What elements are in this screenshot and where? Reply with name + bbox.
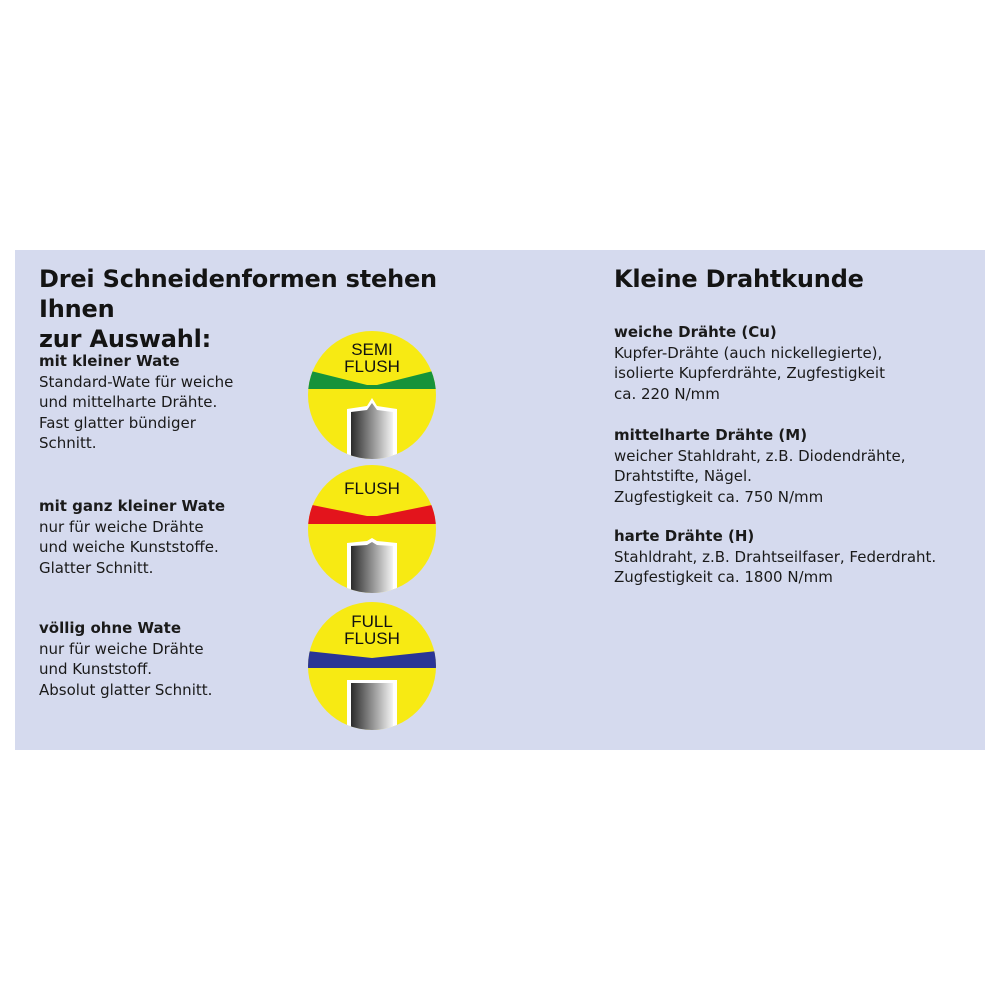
wire-section-soft: weiche Drähte (Cu) Kupfer-Drähte (auch n… [614,322,885,404]
wire-line: Zugfestigkeit ca. 750 N/mm [614,487,824,506]
type-line: Absolut glatter Schnitt. [39,680,213,699]
flush-band [308,504,436,524]
type-heading: mit kleiner Wate [39,352,180,370]
wire-line: weicher Stahldraht, z.B. Diodendrähte, [614,446,906,465]
full-flush-badge-graphic: FULL FLUSH [308,602,436,730]
blade-icon [351,683,393,730]
badge-label: FLUSH [344,629,400,648]
info-panel: Drei Schneidenformen stehen Ihnen zur Au… [15,250,985,750]
badge-label: FLUSH [344,479,400,498]
badge-label: FLUSH [344,357,400,376]
full-flush-badge: FULL FLUSH [307,601,437,731]
full-flush-band [308,651,436,668]
cutting-edges-title: Drei Schneidenformen stehen Ihnen zur Au… [39,264,509,354]
badge-disc [308,465,436,593]
wire-heading: weiche Drähte (Cu) [614,323,777,341]
wire-line: ca. 220 N/mm [614,384,720,403]
semi-flush-band [308,370,436,389]
wire-guide-title: Kleine Drahtkunde [614,265,864,293]
wire-line: Kupfer-Drähte (auch nickellegierte), [614,343,883,362]
type-line: Schnitt. [39,434,97,452]
wire-line: isolierte Kupferdrähte, Zugfestigkeit [614,364,885,382]
semi-flush-badge-graphic: SEMI FLUSH [308,331,436,459]
wire-line: Zugfestigkeit ca. 1800 N/mm [614,568,833,586]
wire-section-hard: harte Drähte (H) Stahldraht, z.B. Drahts… [614,526,936,588]
flush-badge-graphic: FLUSH [308,465,436,593]
cutting-type-semi-flush: mit kleiner Wate Standard-Wate für weich… [39,351,233,454]
type-line: und Kunststoff. [39,660,153,678]
wire-heading: mittelharte Drähte (M) [614,426,808,444]
wire-heading: harte Drähte (H) [614,527,755,545]
cutting-type-flush: mit ganz kleiner Wate nur für weiche Drä… [39,496,225,578]
type-line: Fast glatter bündiger [39,413,196,432]
blade-icon [351,403,393,459]
type-line: Standard-Wate für weiche [39,372,234,391]
type-line: nur für weiche Drähte [39,639,204,658]
flush-badge: FLUSH [307,464,437,594]
badge-disc [308,331,436,459]
wire-line: Stahldraht, z.B. Drahtseilfaser, Federdr… [614,547,937,566]
cutting-type-full-flush: völlig ohne Wate nur für weiche Drähte u… [39,618,212,700]
wire-line: Drahtstifte, Nägel. [614,467,752,485]
type-heading: völlig ohne Wate [39,619,182,637]
type-heading: mit ganz kleiner Wate [39,497,226,515]
wire-section-medium: mittelharte Drähte (M) weicher Stahldrah… [614,425,906,507]
type-line: und weiche Kunststoffe. [39,538,219,556]
badge-label: FULL [351,612,393,631]
blade-icon [351,542,393,593]
type-line: Glatter Schnitt. [39,558,154,577]
title-line: zur Auswahl: [39,325,212,353]
title-line: Drei Schneidenformen stehen Ihnen [39,265,437,323]
badge-label: SEMI [351,340,393,359]
type-line: nur für weiche Drähte [39,517,204,536]
semi-flush-badge: SEMI FLUSH [307,330,437,460]
type-line: und mittelharte Drähte. [39,393,218,411]
